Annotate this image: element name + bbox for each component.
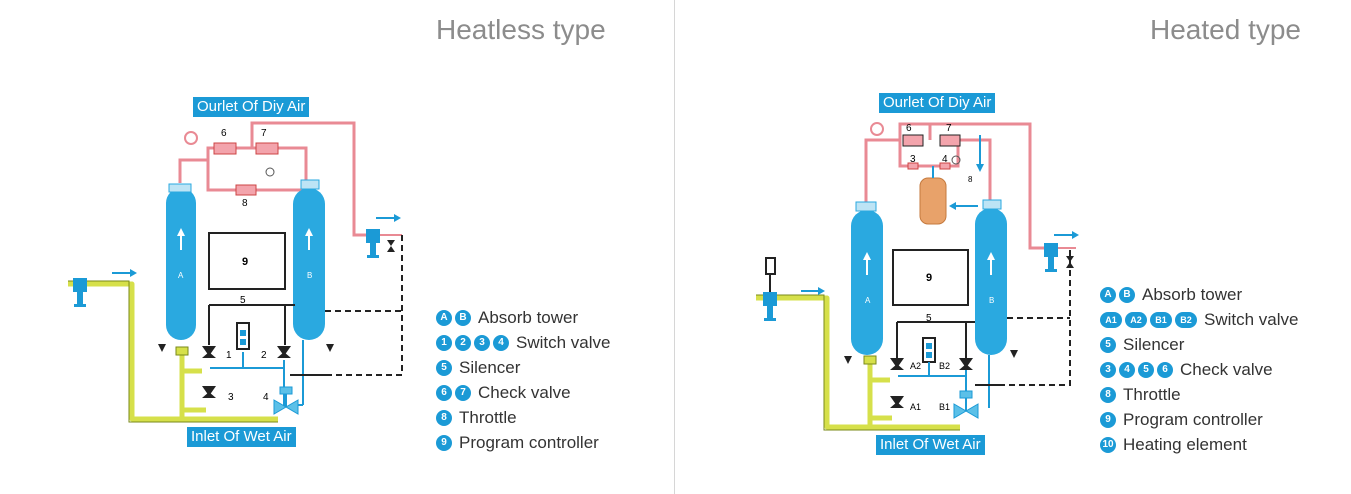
right-switch-valve-b1 (953, 390, 979, 419)
left-label-8: 8 (242, 198, 248, 209)
left-label-7: 7 (261, 128, 267, 139)
left-label-5: 5 (240, 295, 246, 306)
right-gauge-small-icon (951, 155, 961, 165)
left-label-6: 6 (221, 128, 227, 139)
right-label-8: 8 (968, 175, 973, 184)
right-wet-air-piping (756, 295, 960, 430)
left-throttle-8 (235, 184, 257, 196)
left-outlet-arrow-icon (394, 214, 401, 222)
heatless-title: Heatless type (436, 14, 606, 45)
left-switch-valves (202, 346, 291, 398)
right-check-valve-7 (939, 134, 961, 147)
left-check-valve-7 (255, 142, 279, 155)
left-program-controller (208, 232, 286, 290)
legend-item: 10 Heating element (1100, 432, 1298, 457)
right-label-a2: A2 (910, 361, 921, 371)
left-tower-b: B (293, 179, 325, 340)
right-label-b2: B2 (939, 361, 950, 371)
right-outlet-label: Ourlet Of Diy Air (879, 93, 996, 113)
svg-text:A: A (178, 271, 184, 280)
legend-item: 9 Program controller (436, 430, 610, 455)
right-program-controller (892, 249, 969, 306)
legend-item: 5 Silencer (436, 355, 610, 380)
left-wet-air-piping (68, 281, 278, 422)
right-outlet-arrow-icon (1072, 231, 1079, 239)
right-silencer (922, 337, 936, 363)
legend-item: 8 Throttle (1100, 382, 1298, 407)
right-gauge-icon (870, 122, 884, 136)
left-outlet-label: Ourlet Of Diy Air (193, 97, 310, 117)
svg-text:B: B (307, 271, 312, 280)
right-label-4: 4 (942, 154, 948, 165)
right-control-lines (1000, 250, 1071, 386)
right-inlet-arrow-icon (818, 287, 825, 295)
right-tower-a: A (851, 201, 883, 355)
right-switch-valves (890, 358, 973, 408)
left-gauge-small-icon (265, 167, 275, 177)
legend-item: 9 Program controller (1100, 407, 1298, 432)
left-inlet-filter (73, 278, 87, 307)
right-check-valve-4 (939, 162, 951, 170)
svg-text:B: B (989, 296, 994, 305)
left-switch-valve-4 (273, 386, 299, 415)
left-inlet-label: Inlet Of Wet Air (187, 427, 296, 447)
panel-divider (674, 0, 675, 494)
right-label-3: 3 (910, 154, 916, 165)
right-outlet-filter (1044, 243, 1058, 272)
right-label-a1: A1 (910, 402, 921, 412)
left-gauge-icon (184, 131, 198, 145)
right-label-7: 7 (946, 123, 952, 134)
right-inlet-filter (763, 257, 777, 321)
right-label-b1: B1 (939, 402, 950, 412)
right-check-valve-3 (907, 162, 919, 170)
left-check-valve-6 (213, 142, 237, 155)
left-inlet-arrow-icon (130, 269, 137, 277)
left-label-3: 3 (228, 392, 234, 403)
right-check-valve-6 (902, 134, 924, 147)
right-tower-b: B (975, 199, 1007, 355)
left-outlet-filter (366, 229, 380, 258)
right-label-6: 6 (906, 123, 912, 134)
right-label-5: 5 (926, 313, 932, 324)
svg-text:A: A (865, 296, 871, 305)
right-dry-air-piping (864, 122, 1050, 250)
left-label-2: 2 (261, 350, 267, 361)
right-heating-element (919, 177, 947, 225)
right-inlet-label: Inlet Of Wet Air (876, 435, 985, 455)
legend-item: 5 Silencer (1100, 332, 1298, 357)
left-tower-a: A (166, 183, 196, 340)
left-label-9: 9 (242, 256, 248, 268)
right-regen-line (898, 355, 990, 410)
heated-title: Heated type (1150, 14, 1301, 45)
left-dry-air-piping (178, 121, 372, 237)
right-label-9: 9 (926, 272, 932, 284)
left-control-lines (320, 235, 403, 376)
left-label-1: 1 (226, 350, 232, 361)
left-regen-line (210, 340, 304, 406)
left-label-4: 4 (263, 392, 269, 403)
legend-item: 8 Throttle (436, 405, 610, 430)
